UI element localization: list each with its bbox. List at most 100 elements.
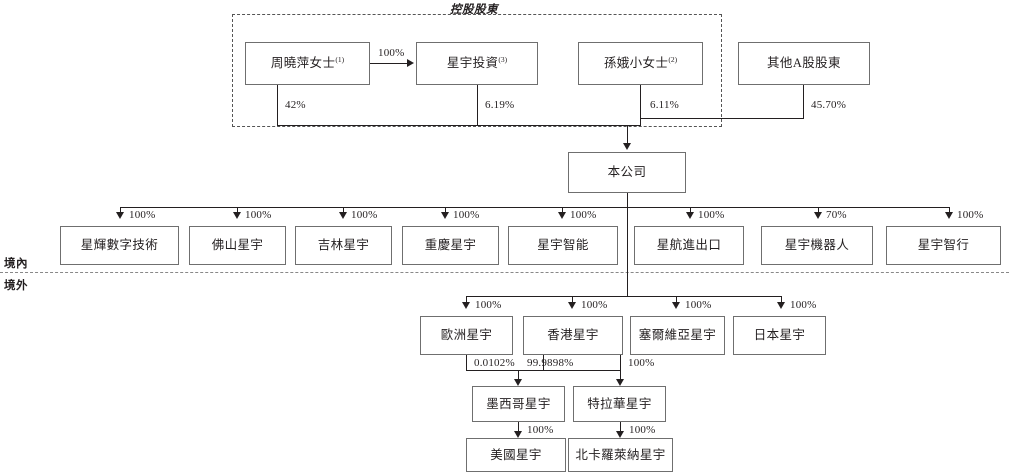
node-chongqing-xingyu-label: 重慶星宇 <box>424 238 477 253</box>
arrowhead-japan <box>777 302 785 309</box>
edge-zhou-drop <box>277 85 278 125</box>
arrowhead-jilin <box>339 212 347 219</box>
node-japan-xingyu-label: 日本星宇 <box>753 328 806 343</box>
arrowhead-mexico <box>514 379 522 386</box>
node-foshan-xingyu[interactable]: 佛山星宇 <box>189 226 286 265</box>
node-north-carolina-xingyu[interactable]: 北卡羅萊納星宇 <box>568 438 673 472</box>
edge-drop-europe <box>466 296 467 306</box>
pct-company-to-hongkong: 100% <box>581 299 608 311</box>
edge-sun-drop <box>640 85 641 125</box>
bus-overseas <box>466 296 781 297</box>
node-mexico-xingyu[interactable]: 墨西哥星宇 <box>472 386 565 422</box>
node-the-company[interactable]: 本公司 <box>568 152 686 193</box>
pct-company-to-europe: 100% <box>475 299 502 311</box>
node-japan-xingyu[interactable]: 日本星宇 <box>733 316 826 355</box>
node-sun-exiao[interactable]: 孫娥小女士(2) <box>578 42 703 85</box>
region-label-domestic: 境內 <box>4 258 28 270</box>
node-xinghui-digital-technology[interactable]: 星輝數字技術 <box>60 226 179 265</box>
edge-mexico-to-usa <box>518 422 519 435</box>
arrowhead-zhou-to-investment <box>407 59 414 67</box>
arrowhead-foshan <box>233 212 241 219</box>
pct-europe-to-mexico: 0.0102% <box>474 357 515 369</box>
node-xingyu-investment-superscript: (3) <box>498 55 508 65</box>
edge-drop-xinghui <box>120 207 121 216</box>
node-jilin-xingyu-label: 吉林星宇 <box>317 238 370 253</box>
arrowhead-usa <box>514 431 522 438</box>
pct-company-to-serbia: 100% <box>685 299 712 311</box>
node-xingyu-robotics[interactable]: 星宇機器人 <box>761 226 873 265</box>
bus-delaware-merge <box>543 370 621 371</box>
node-serbia-xingyu-label: 塞爾維亞星宇 <box>638 328 717 343</box>
arrowhead-to-company <box>623 143 631 150</box>
arrowhead-chongqing <box>441 212 449 219</box>
node-north-carolina-xingyu-label: 北卡羅萊納星宇 <box>575 447 666 462</box>
pct-other-a-to-company: 45.70% <box>811 99 847 111</box>
arrowhead-zhixing <box>945 212 953 219</box>
edge-drop-japan <box>781 296 782 306</box>
node-mexico-xingyu-label: 墨西哥星宇 <box>486 396 551 411</box>
node-jilin-xingyu[interactable]: 吉林星宇 <box>295 226 392 265</box>
edge-drop-serbia <box>676 296 677 306</box>
node-chongqing-xingyu[interactable]: 重慶星宇 <box>402 226 499 265</box>
edge-delaware-to-northcarolina <box>620 422 621 435</box>
edge-other-a-drop <box>803 85 804 118</box>
node-delaware-xingyu-label: 特拉華星宇 <box>587 396 652 411</box>
pct-company-to-zhineng: 100% <box>570 209 597 221</box>
edge-to-company <box>627 125 628 147</box>
arrowhead-northcarolina <box>616 431 624 438</box>
pct-hongkong-to-delaware: 100% <box>628 357 655 369</box>
node-xingyu-investment[interactable]: 星宇投資(3) <box>416 42 538 85</box>
node-usa-xingyu[interactable]: 美國星宇 <box>466 438 566 472</box>
node-hongkong-xingyu[interactable]: 香港星宇 <box>523 316 623 355</box>
edge-hongkong-drop-right <box>620 355 621 370</box>
node-other-a-share-holders[interactable]: 其他A股股東 <box>738 42 870 85</box>
pct-sun-to-company: 6.11% <box>650 99 680 111</box>
edge-zhou-to-investment <box>370 63 408 64</box>
node-xingyu-robotics-label: 星宇機器人 <box>784 238 850 253</box>
edge-drop-xinghang <box>690 207 691 216</box>
bus-shareholders-top <box>277 125 641 126</box>
arrowhead-xinghui <box>116 212 124 219</box>
edge-to-mexico <box>518 370 519 382</box>
pct-company-to-xinghang: 100% <box>698 209 725 221</box>
edge-drop-zhixing <box>949 207 950 216</box>
arrowhead-europe <box>462 302 470 309</box>
node-europe-xingyu[interactable]: 歐洲星宇 <box>420 316 513 355</box>
node-xinghui-digital-technology-label: 星輝數字技術 <box>80 238 159 253</box>
node-usa-xingyu-label: 美國星宇 <box>490 447 542 462</box>
node-serbia-xingyu[interactable]: 塞爾維亞星宇 <box>630 316 725 355</box>
node-xingyu-zhixing[interactable]: 星宇智行 <box>886 226 1001 265</box>
node-zhou-xiaoping[interactable]: 周曉萍女士(1) <box>245 42 370 85</box>
edge-drop-robot <box>818 207 819 216</box>
region-label-overseas: 境外 <box>4 280 28 292</box>
edge-investment-drop <box>477 85 478 125</box>
node-xingyu-investment-label: 星宇投資 <box>446 56 499 71</box>
domestic-overseas-divider <box>0 272 1009 273</box>
pct-zhou-to-investment: 100% <box>378 47 405 59</box>
node-zhou-xiaoping-superscript: (1) <box>335 55 345 65</box>
node-xingyu-intelligent[interactable]: 星宇智能 <box>508 226 618 265</box>
arrowhead-hongkong <box>568 302 576 309</box>
bus-domestic <box>120 207 950 208</box>
node-delaware-xingyu[interactable]: 特拉華星宇 <box>573 386 666 422</box>
spine-company-vertical <box>627 193 628 297</box>
edge-europe-drop2 <box>466 355 467 370</box>
controlling-shareholder-group-boundary <box>232 14 722 127</box>
pct-company-to-japan: 100% <box>790 299 817 311</box>
pct-zhou-to-company: 42% <box>285 99 306 111</box>
node-xingyu-intelligent-label: 星宇智能 <box>537 238 589 253</box>
pct-investment-to-company: 6.19% <box>485 99 515 111</box>
node-xinghang-import-export[interactable]: 星航進出口 <box>634 226 744 265</box>
edge-drop-chongqing <box>445 207 446 216</box>
node-zhou-xiaoping-label: 周曉萍女士 <box>270 56 336 71</box>
arrowhead-xinghang <box>686 212 694 219</box>
edge-drop-foshan <box>237 207 238 216</box>
edge-drop-zhineng <box>562 207 563 216</box>
node-xingyu-zhixing-label: 星宇智行 <box>917 238 970 253</box>
node-europe-xingyu-label: 歐洲星宇 <box>440 328 493 343</box>
pct-company-to-chongqing: 100% <box>453 209 480 221</box>
pct-delaware-to-northcarolina: 100% <box>629 424 656 436</box>
arrowhead-serbia <box>672 302 680 309</box>
node-xinghang-import-export-label: 星航進出口 <box>656 238 722 253</box>
